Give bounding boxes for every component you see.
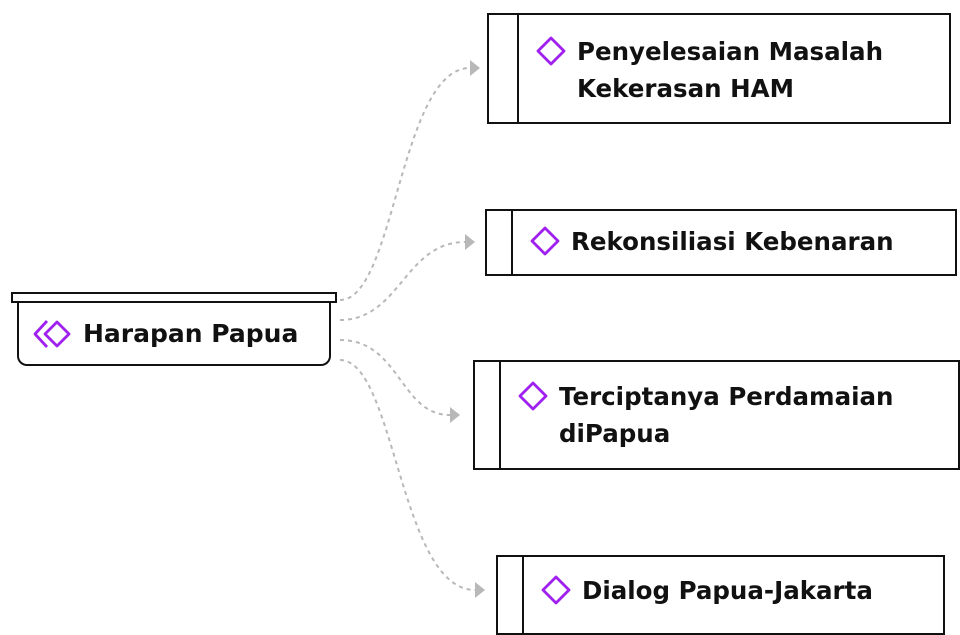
- connector-to-child-4: [339, 359, 476, 591]
- arrowhead-4: [475, 582, 485, 598]
- child-node-1-label-line1: Penyelesaian Masalah: [577, 37, 884, 66]
- double-diamond-icon: [33, 319, 71, 348]
- child-node-2-label: Rekonsiliasi Kebenaran: [571, 227, 894, 256]
- diamond-icon: [518, 381, 548, 411]
- child-node-4[interactable]: Dialog Papua-Jakarta: [496, 555, 945, 635]
- connector-to-child-3: [339, 339, 451, 416]
- child-node-3-stripe: [499, 362, 501, 468]
- child-node-1[interactable]: Penyelesaian Masalah Kekerasan HAM: [487, 13, 951, 124]
- root-node-header-bar: [11, 292, 337, 303]
- diamond-icon: [541, 575, 571, 605]
- diamond-icon: [536, 36, 566, 66]
- arrowhead-3: [450, 407, 460, 423]
- child-node-4-label: Dialog Papua-Jakarta: [582, 576, 873, 605]
- arrowhead-1: [470, 60, 480, 76]
- diamond-icon: [530, 226, 560, 256]
- child-node-4-stripe: [522, 557, 524, 633]
- connector-lines: [339, 60, 485, 598]
- connector-to-child-1: [339, 67, 471, 301]
- root-node[interactable]: Harapan Papua: [17, 303, 331, 366]
- child-node-3-label-line2: diPapua: [559, 419, 671, 448]
- child-node-1-label-line2: Kekerasan HAM: [577, 74, 794, 103]
- arrowhead-2: [465, 234, 475, 250]
- child-node-3[interactable]: Terciptanya Perdamaian diPapua: [473, 360, 960, 470]
- child-node-2[interactable]: Rekonsiliasi Kebenaran: [485, 209, 957, 276]
- child-node-1-stripe: [517, 15, 519, 122]
- child-node-2-stripe: [511, 211, 513, 274]
- child-node-3-label-line1: Terciptanya Perdamaian: [559, 382, 894, 411]
- root-node-label: Harapan Papua: [83, 319, 299, 348]
- connector-to-child-2: [339, 241, 466, 321]
